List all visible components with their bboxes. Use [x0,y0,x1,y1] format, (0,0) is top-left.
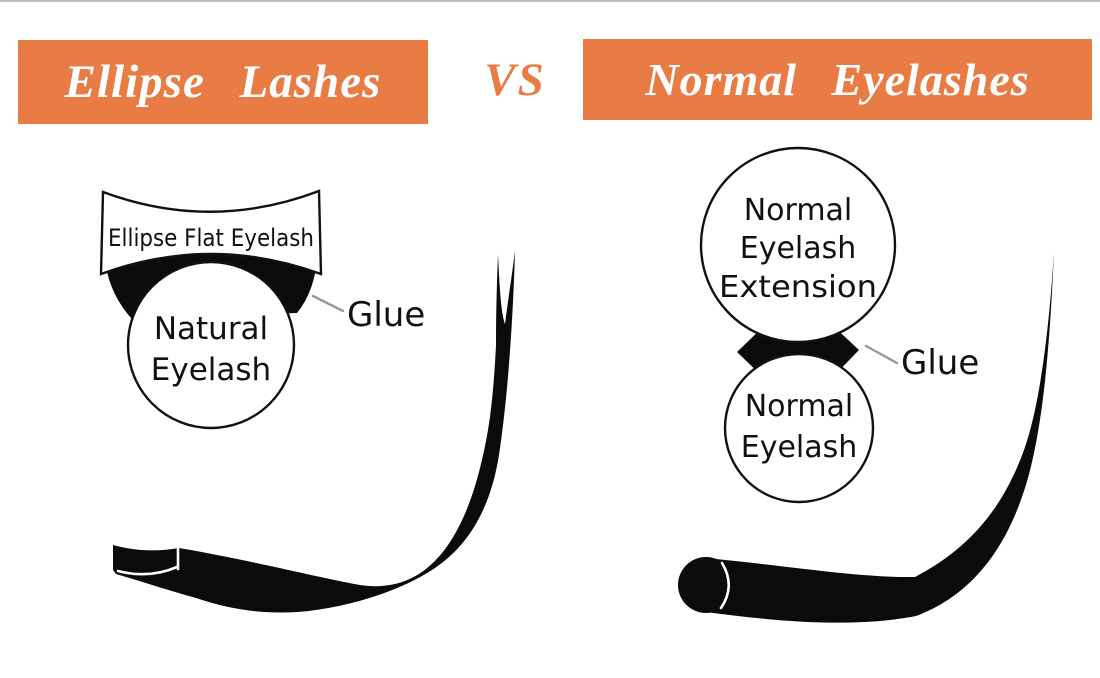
left-circle-label-line1: Natural [154,311,268,347]
left-title-text: Ellipse Lashes [64,56,382,108]
round-tail-cap [678,557,734,613]
flat-tail-cap-bottom-edge [116,565,179,576]
extension-label-line2: Eyelash [740,231,857,266]
right-natural-eyelash-circle [723,352,875,504]
top-border-line [0,0,1100,2]
extension-circle [699,146,897,344]
extension-label-line3: Extension [719,270,877,305]
right-circle-label-line2: Eyelash [741,430,858,465]
left-natural-eyelash-circle [126,260,296,430]
right-glue-label: Glue [901,343,979,383]
vs-text: VS [484,54,546,106]
ellipse-flat-lash-label: Ellipse Flat Eyelash [108,224,314,252]
left-glue-label: Glue [347,295,425,335]
left-glue-leader-line [311,294,345,313]
ellipse-lash-diagram: Ellipse Flat Eyelash Natural Eyelash Glu… [99,189,515,613]
extension-label-line1: Normal [744,193,853,228]
right-title-text: Normal Eyelashes [645,54,1030,105]
right-glue-leader-line [864,344,899,365]
right-title-banner: Normal Eyelashes [583,39,1092,120]
right-circle-label-line1: Normal [745,389,854,424]
vs-label: VS [452,40,578,120]
ellipse-lash-curve [113,251,515,613]
left-circle-label-line2: Eyelash [151,352,271,388]
ellipse-flat-lash-shape [99,189,323,276]
round-tail-cap-separator [719,561,731,610]
normal-lash-diagram: Normal Eyelash Extension Normal Eyelash … [678,146,1054,623]
left-title-banner: Ellipse Lashes [18,40,428,124]
normal-lash-curve [706,252,1054,623]
